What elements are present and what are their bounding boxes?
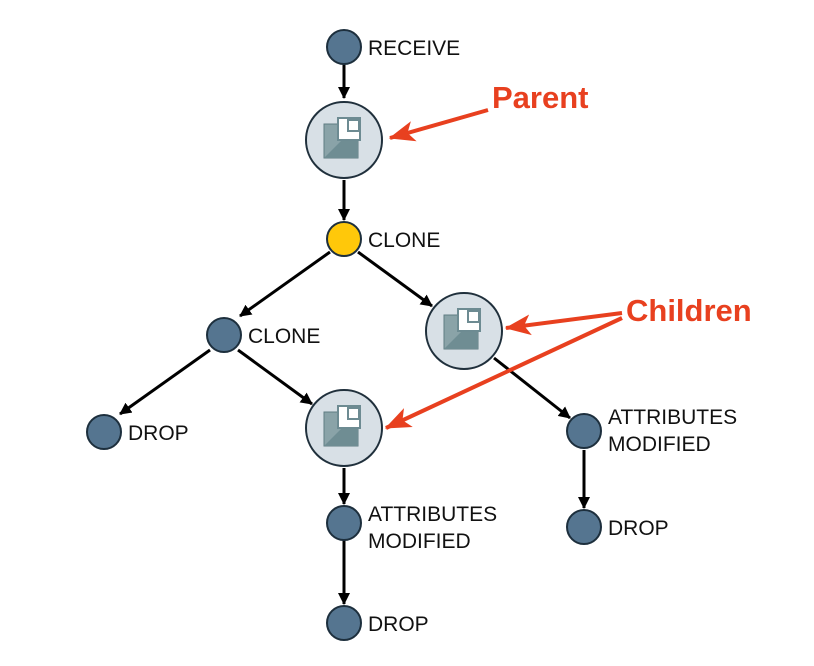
clone-label-2: CLONE (248, 325, 320, 348)
attributes-modified-right-label: ATTRIBUTES MODIFIED (608, 406, 743, 456)
attributes-modified-middle-label: ATTRIBUTES MODIFIED (368, 503, 503, 553)
edges (119, 64, 590, 605)
attributes-modified-middle-line2: MODIFIED (368, 530, 471, 553)
drop-bottom-dot[interactable] (326, 605, 362, 641)
clone-dot-1[interactable] (326, 221, 362, 257)
receive-node[interactable]: RECEIVE (326, 29, 460, 65)
child-middle-flowfile-node[interactable] (305, 389, 383, 467)
clone-node-1[interactable]: CLONE (326, 221, 440, 257)
edge-clone-childright (357, 250, 433, 308)
flowfile-icon (323, 405, 361, 447)
attributes-modified-right-node[interactable]: ATTRIBUTES MODIFIED (566, 406, 743, 456)
receive-label: RECEIVE (368, 37, 460, 60)
drop-right-dot[interactable] (566, 509, 602, 545)
drop-left-label: DROP (128, 422, 189, 445)
edge-clone-clone2 (239, 250, 331, 318)
attributes-modified-right-line2: MODIFIED (608, 433, 711, 456)
edge-childright-attrright (493, 356, 571, 420)
drop-right-label: DROP (608, 517, 669, 540)
drop-bottom-label: DROP (368, 613, 429, 636)
annotation-children: Children (384, 293, 752, 430)
edge-clone2-childmiddle (237, 348, 313, 406)
clone-label-1: CLONE (368, 229, 440, 252)
attributes-modified-middle-dot[interactable] (326, 505, 362, 541)
attributes-modified-right-dot[interactable] (566, 413, 602, 449)
flowfile-icon (443, 308, 481, 350)
flowfile-icon (323, 117, 361, 159)
parent-annotation-arrow (388, 108, 489, 142)
child-right-flowfile-node[interactable] (425, 292, 503, 370)
drop-right-node[interactable]: DROP (566, 509, 669, 545)
edge-clone2-dropleft (119, 348, 211, 416)
parent-flowfile-node[interactable] (305, 101, 383, 179)
clone-dot-2[interactable] (206, 317, 242, 353)
drop-left-dot[interactable] (86, 414, 122, 450)
annotation-parent: Parent (388, 80, 588, 142)
parent-annotation-label: Parent (492, 80, 588, 115)
attributes-modified-right-line1: ATTRIBUTES (608, 406, 737, 429)
receive-dot[interactable] (326, 29, 362, 65)
children-annotation-arrow-right (504, 311, 623, 336)
drop-left-node[interactable]: DROP (86, 414, 189, 450)
clone-node-2[interactable]: CLONE (206, 317, 320, 353)
children-annotation-arrow-middle (384, 316, 623, 430)
attributes-modified-middle-line1: ATTRIBUTES (368, 503, 497, 526)
attributes-modified-middle-node[interactable]: ATTRIBUTES MODIFIED (326, 503, 503, 553)
drop-bottom-node[interactable]: DROP (326, 605, 429, 641)
children-annotation-label: Children (626, 293, 752, 328)
